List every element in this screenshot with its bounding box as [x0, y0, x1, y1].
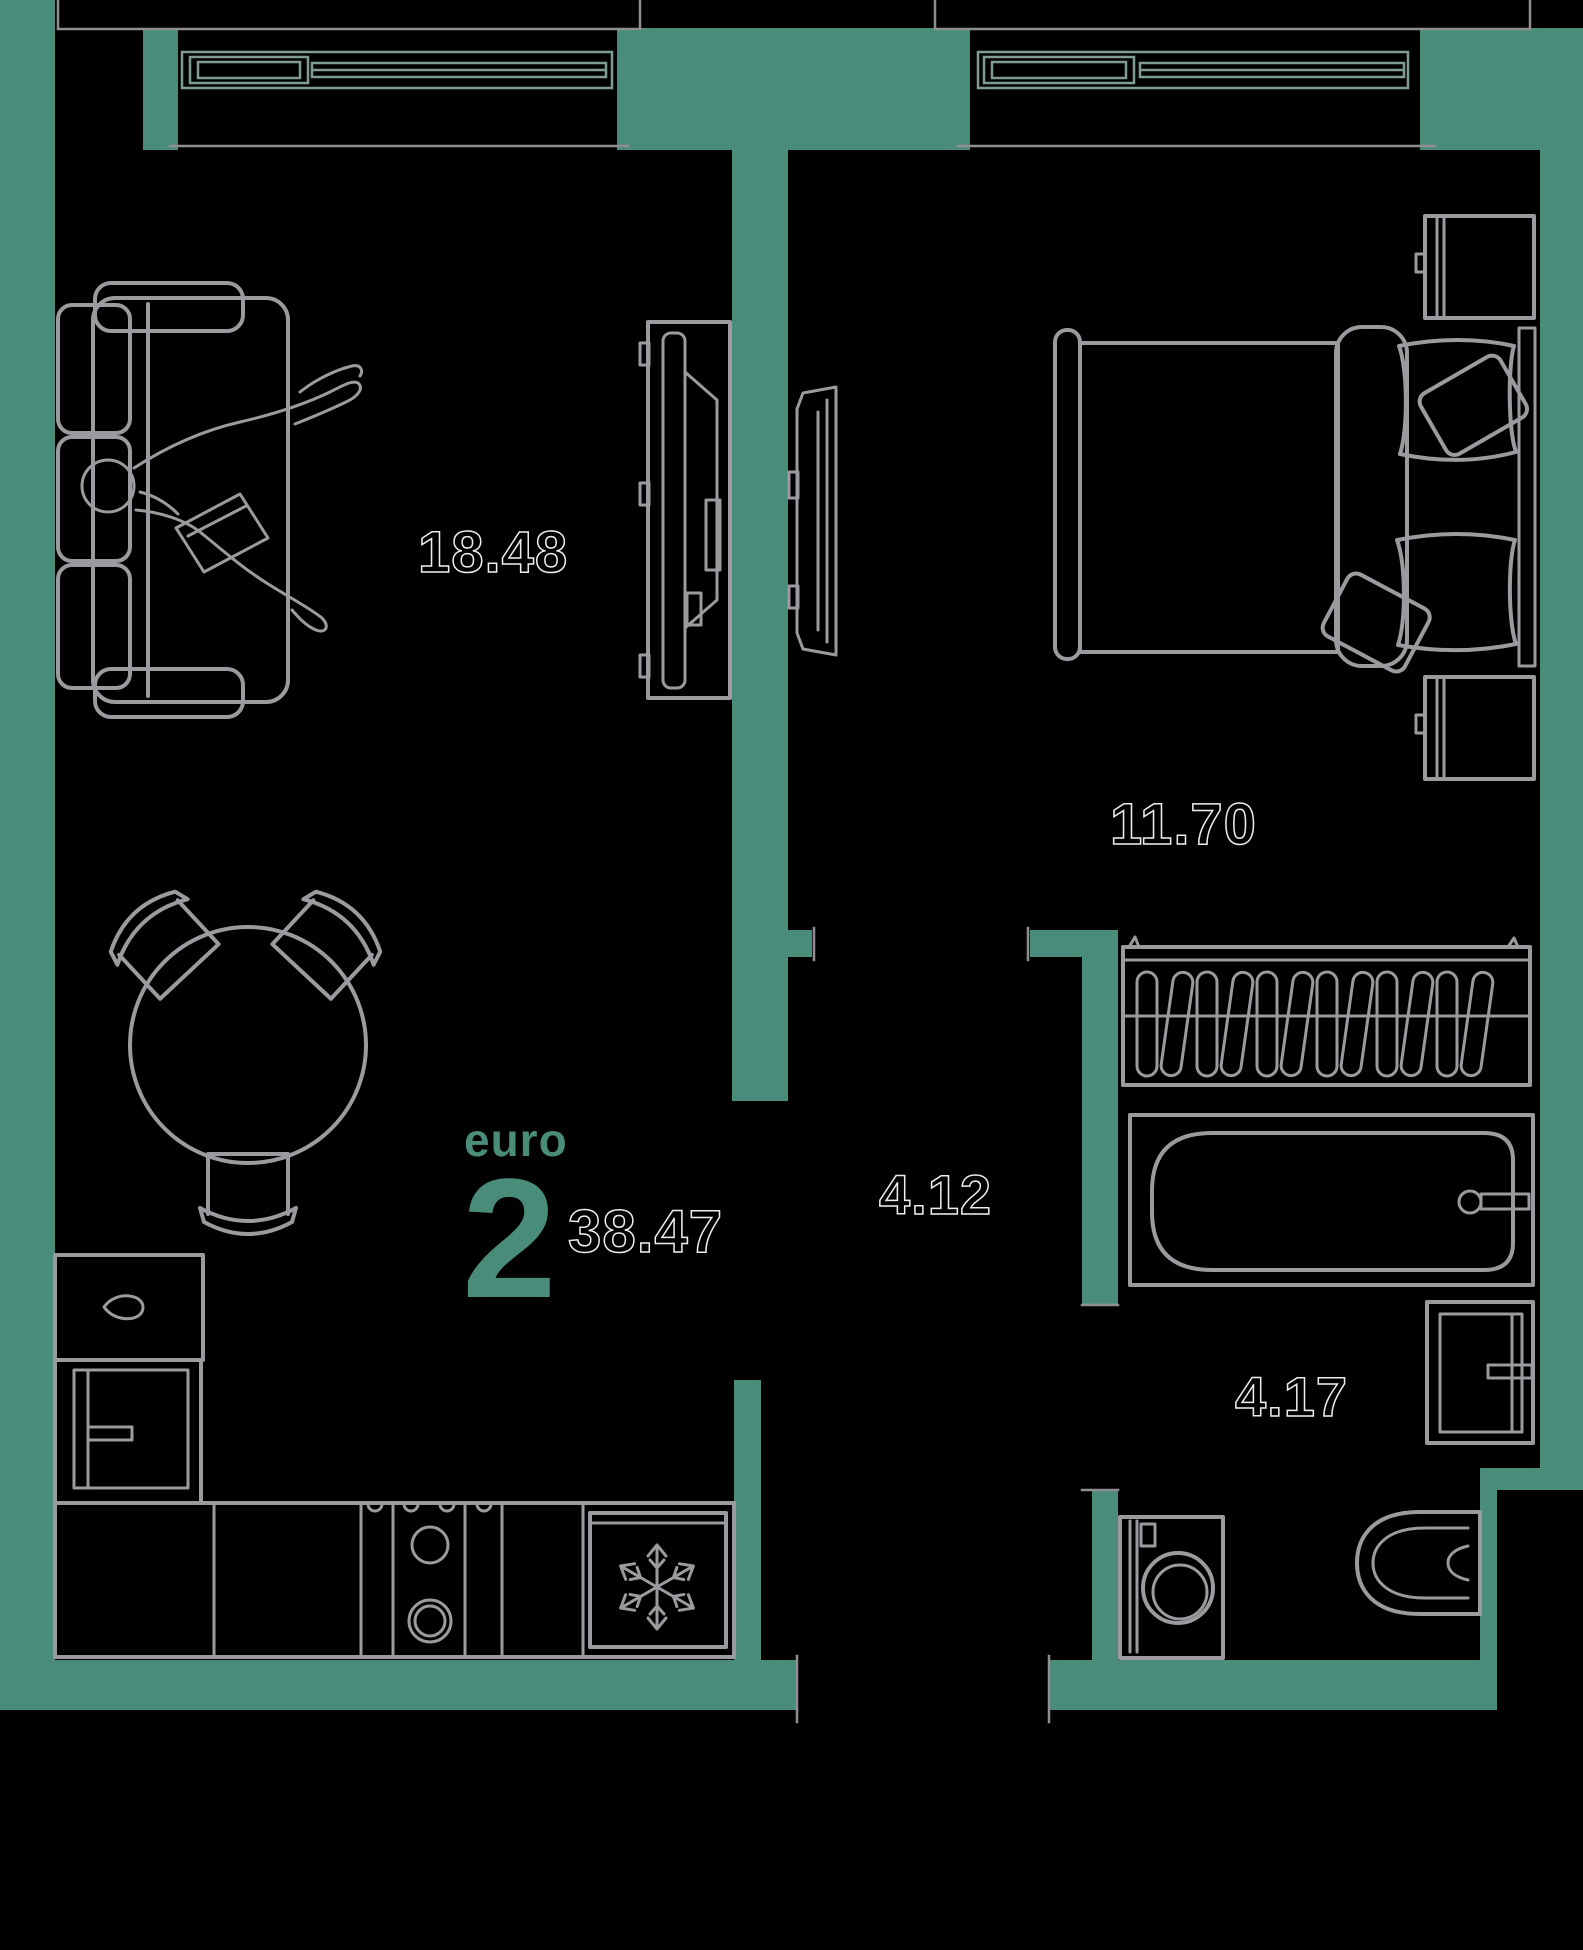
toilet — [1355, 1510, 1482, 1616]
wall-bedroom-door-left-stub — [788, 930, 812, 957]
nightstand-top — [1414, 214, 1536, 320]
detergent-drawer — [1139, 1522, 1157, 1548]
tub-drain — [1457, 1189, 1483, 1215]
wall-right — [1540, 28, 1583, 1490]
balcony-slab-right — [933, 0, 1532, 31]
room-area-label-living: 18.48 — [418, 520, 568, 585]
sink-drop-icon — [102, 1294, 145, 1321]
plan-rooms-count: 2 — [462, 1144, 557, 1334]
kitchen-sink-cabinet — [53, 1253, 205, 1362]
plan-type-label: euro — [464, 1114, 568, 1166]
dining-table — [97, 878, 394, 1236]
windows — [56, 0, 1532, 148]
wall-living-hallway — [732, 150, 788, 1101]
wall-top-center — [617, 28, 970, 150]
room-area-label-hallway: 4.12 — [879, 1163, 992, 1226]
wall-shaft-top — [1480, 1468, 1583, 1490]
small-pillow — [1320, 571, 1432, 674]
room-bathroom — [1118, 935, 1535, 1660]
balcony-slab-left — [56, 0, 642, 31]
plan-total-area: 38.47 — [568, 1198, 723, 1265]
wall-kitchen-hallway — [734, 1380, 761, 1662]
wall-bottom-right — [1049, 1660, 1497, 1710]
kitchen — [53, 1253, 736, 1659]
chair — [198, 1152, 298, 1236]
stove — [366, 1502, 493, 1644]
tub-faucet — [1479, 1192, 1531, 1211]
sofa — [56, 281, 290, 719]
wall-bathroom-left-upper — [1082, 930, 1118, 1305]
small-pillow — [1417, 353, 1530, 457]
wall-shaft-left — [1480, 1490, 1497, 1662]
person-on-sofa — [80, 364, 364, 633]
bed — [1053, 325, 1537, 674]
radiator-coils — [1135, 970, 1495, 1078]
window-bedroom — [956, 50, 1437, 148]
tv-bedroom — [787, 385, 838, 657]
fridge — [588, 1511, 728, 1649]
snowflake-icon — [614, 1543, 700, 1631]
nightstand-bottom — [1414, 675, 1536, 781]
wall-bottom-left — [0, 1660, 797, 1710]
room-area-label-bedroom: 11.70 — [1110, 792, 1257, 857]
pillow — [1397, 338, 1518, 462]
window-living-room — [168, 50, 630, 148]
kitchen-counter — [53, 1501, 736, 1659]
pillow — [1395, 532, 1518, 653]
wall-left — [0, 0, 55, 1708]
washing-machine — [1118, 1515, 1225, 1660]
tv-living — [638, 320, 732, 700]
towel-radiator — [1121, 935, 1532, 1087]
kitchen-oven-cabinet — [53, 1358, 203, 1505]
chair — [264, 878, 394, 1007]
wall-bathroom-left-lower — [1092, 1490, 1118, 1662]
flush-button — [1446, 1544, 1470, 1582]
wall-pier-balcony-door — [143, 28, 178, 150]
room-area-label-bathroom: 4.17 — [1235, 1365, 1348, 1428]
room-bedroom — [787, 214, 1537, 781]
washer-door — [1141, 1551, 1215, 1625]
bathtub — [1128, 1113, 1535, 1287]
walls — [0, 0, 1583, 1710]
room-living — [56, 281, 732, 1236]
bathroom-sink — [1425, 1300, 1535, 1445]
chair — [97, 878, 227, 1007]
door-openings — [795, 926, 1120, 1724]
